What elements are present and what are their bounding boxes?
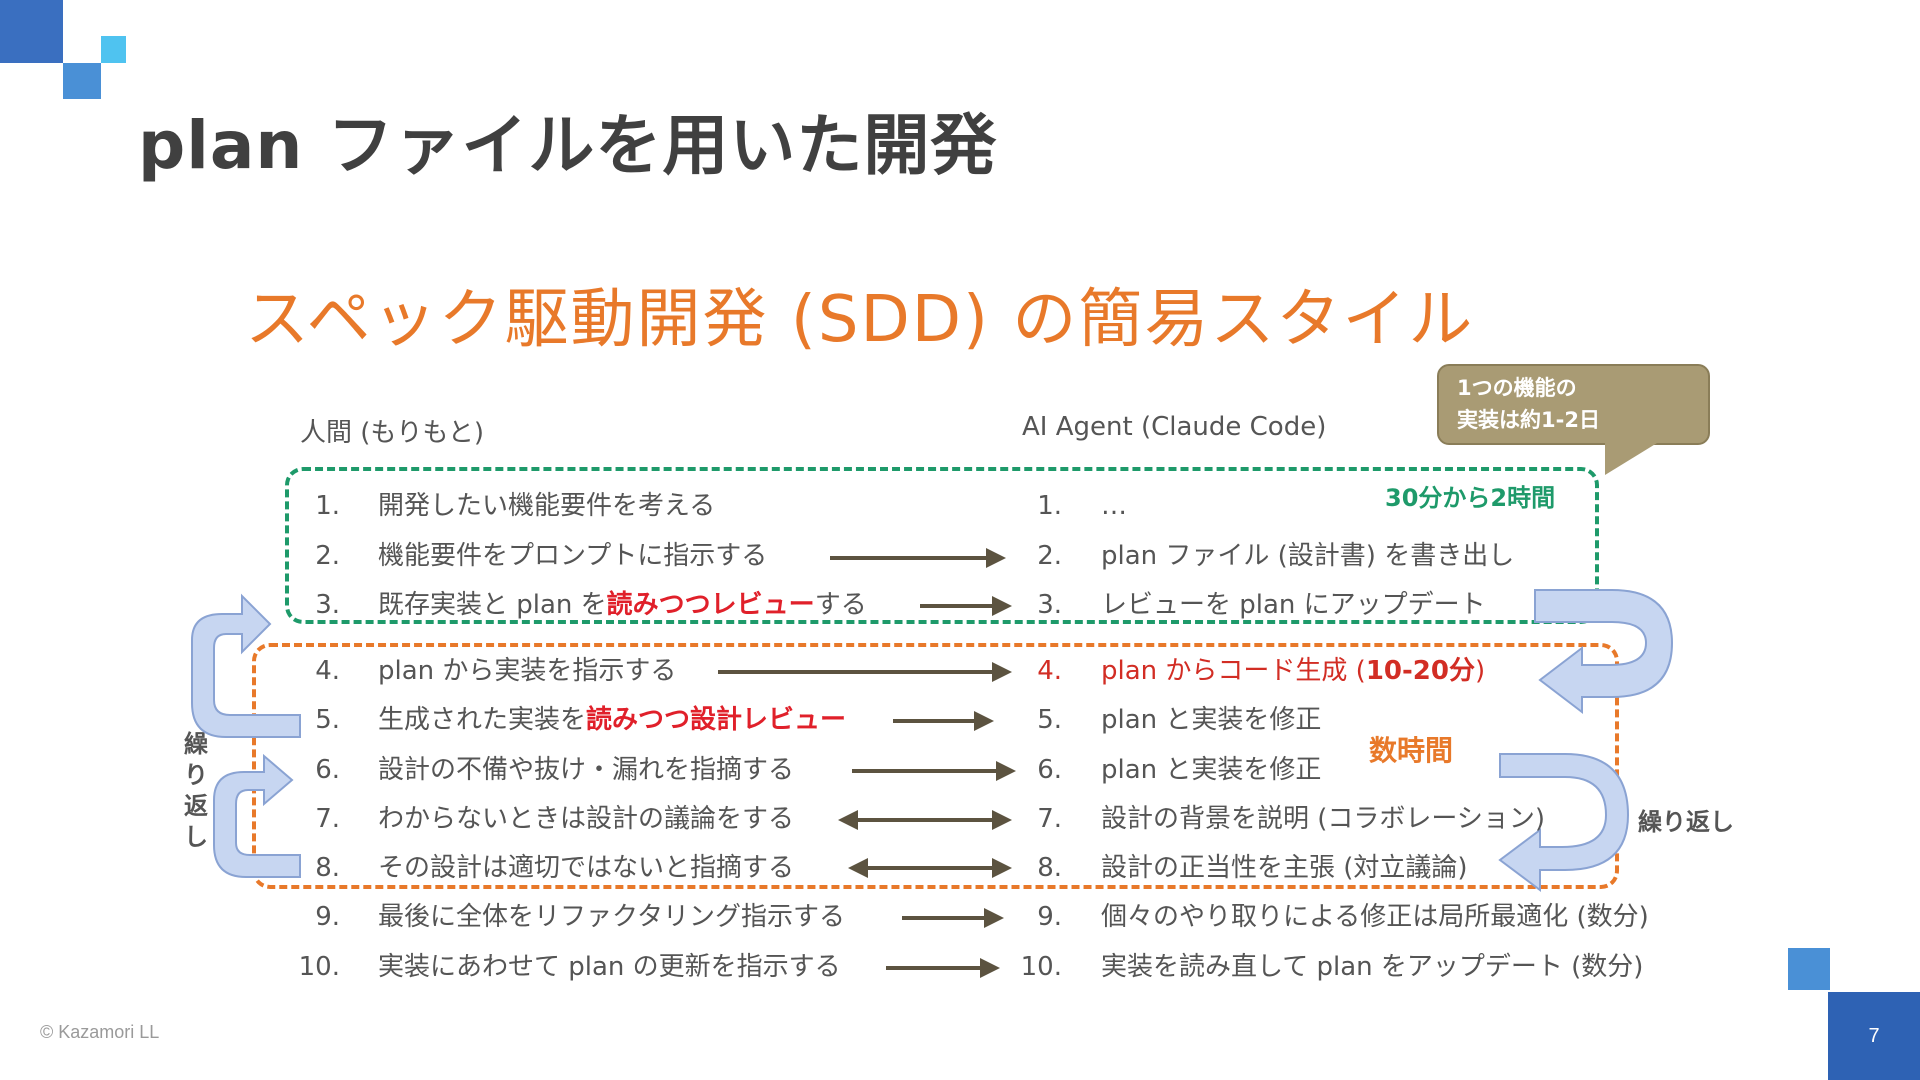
copyright-footer: © Kazamori LL xyxy=(40,1022,160,1042)
figure-title: スペック駆動開発 (SDD) の簡易スタイル xyxy=(245,283,1475,357)
agent-step-text: 設計の正当性を主張 (対立議論) xyxy=(1101,853,1468,883)
loop-arrow-left-lower-icon xyxy=(213,753,301,878)
human-step-number: 5. xyxy=(315,705,340,735)
corner-decoration-square xyxy=(1788,948,1830,990)
agent-step-text: plan からコード生成 (10-20分) xyxy=(1101,653,1485,689)
human-step-text: その設計は適切ではないと指摘する xyxy=(378,853,795,883)
loop-label-left: 繰り返し xyxy=(184,730,208,851)
agent-step-number: 4. xyxy=(1037,656,1062,686)
callout-pointer xyxy=(1605,443,1657,475)
corner-decoration-square xyxy=(63,63,101,99)
agent-step-text: plan と実装を修正 xyxy=(1101,705,1322,735)
step-arrow-2-icon xyxy=(830,548,1006,568)
human-step-text: plan から実装を指示する xyxy=(378,656,677,686)
step-arrow-8-icon xyxy=(848,858,1012,878)
callout-line-1: 1つの機能の xyxy=(1457,376,1577,400)
agent-step-highlight: 10-20分 xyxy=(1365,656,1475,686)
step-arrow-10-icon xyxy=(886,958,1000,978)
loop-arrow-right-lower-icon xyxy=(1498,753,1630,892)
loop-arrow-left-upper-icon xyxy=(191,593,301,738)
agent-step-number: 8. xyxy=(1037,853,1062,883)
agent-step-text: 実装を読み直して plan をアップデート (数分) xyxy=(1101,952,1644,982)
phase-box-implement xyxy=(252,643,1619,889)
human-step-text-post: する xyxy=(814,590,867,620)
human-step-text: 既存実装と plan を読みつつレビューする xyxy=(378,587,867,623)
human-step-number: 3. xyxy=(315,590,340,620)
step-arrow-5-icon xyxy=(893,711,994,731)
agent-step-number: 6. xyxy=(1037,755,1062,785)
human-step-text: 設計の不備や抜け・漏れを指摘する xyxy=(378,755,795,785)
agent-step-text: … xyxy=(1101,491,1127,521)
step-arrow-3-icon xyxy=(920,596,1012,616)
human-column-header: 人間 (もりもと) xyxy=(300,418,485,448)
corner-decoration-square xyxy=(101,36,126,63)
human-step-number: 9. xyxy=(315,902,340,932)
page-number: 7 xyxy=(1828,992,1920,1080)
human-step-number: 1. xyxy=(315,491,340,521)
plan-phase-duration: 30分から2時間 xyxy=(1385,484,1556,512)
agent-step-text: 個々のやり取りによる修正は局所最適化 (数分) xyxy=(1101,902,1649,932)
agent-step-number: 10. xyxy=(1020,952,1062,982)
human-step-number: 8. xyxy=(315,853,340,883)
human-step-text: 実装にあわせて plan の更新を指示する xyxy=(378,952,841,982)
corner-decoration-square xyxy=(0,0,63,63)
agent-step-text: 設計の背景を説明 (コラボレーション) xyxy=(1101,804,1546,834)
human-step-highlight: 読みつつ設計レビュー xyxy=(586,705,847,735)
agent-step-number: 2. xyxy=(1037,541,1062,571)
human-step-number: 10. xyxy=(298,952,340,982)
step-arrow-9-icon xyxy=(902,908,1004,928)
human-step-text: わからないときは設計の議論をする xyxy=(378,804,795,834)
agent-step-text: plan と実装を修正 xyxy=(1101,755,1322,785)
human-step-text: 生成された実装を読みつつ設計レビュー xyxy=(378,702,846,738)
human-step-text: 機能要件をプロンプトに指示する xyxy=(378,541,768,571)
agent-step-text: plan ファイル (設計書) を書き出し xyxy=(1101,541,1515,571)
agent-step-number: 1. xyxy=(1037,491,1062,521)
agent-step-number: 7. xyxy=(1037,804,1062,834)
human-step-number: 2. xyxy=(315,541,340,571)
agent-step-number: 9. xyxy=(1037,902,1062,932)
human-step-text-pre: 既存実装と plan を xyxy=(378,590,607,620)
step-arrow-6-icon xyxy=(852,761,1016,781)
duration-callout: 1つの機能の 実装は約1-2日 xyxy=(1437,364,1710,445)
agent-step-text: レビューを plan にアップデート xyxy=(1101,590,1486,620)
human-step-number: 6. xyxy=(315,755,340,785)
agent-step-text-pre: plan からコード生成 ( xyxy=(1101,656,1366,686)
phase-box-plan xyxy=(285,467,1599,624)
callout-line-2: 実装は約1-2日 xyxy=(1457,408,1600,432)
human-step-text: 最後に全体をリファクタリング指示する xyxy=(378,902,845,932)
agent-step-text-post: ) xyxy=(1474,656,1486,686)
loop-label-right: 繰り返し xyxy=(1638,808,1734,836)
human-step-highlight: 読みつつレビュー xyxy=(606,590,815,620)
implement-phase-duration: 数時間 xyxy=(1369,734,1454,767)
loop-arrow-right-upper-icon xyxy=(1534,589,1674,715)
page-title: plan ファイルを用いた開発 xyxy=(138,107,998,184)
step-arrow-4-icon xyxy=(718,662,1012,682)
human-step-text: 開発したい機能要件を考える xyxy=(378,491,716,521)
step-arrow-7-icon xyxy=(838,810,1012,830)
agent-column-header: AI Agent (Claude Code) xyxy=(1022,412,1327,442)
agent-step-number: 5. xyxy=(1037,705,1062,735)
human-step-number: 7. xyxy=(315,804,340,834)
human-step-number: 4. xyxy=(315,656,340,686)
agent-step-number: 3. xyxy=(1037,590,1062,620)
human-step-text-pre: 生成された実装を xyxy=(378,705,587,735)
